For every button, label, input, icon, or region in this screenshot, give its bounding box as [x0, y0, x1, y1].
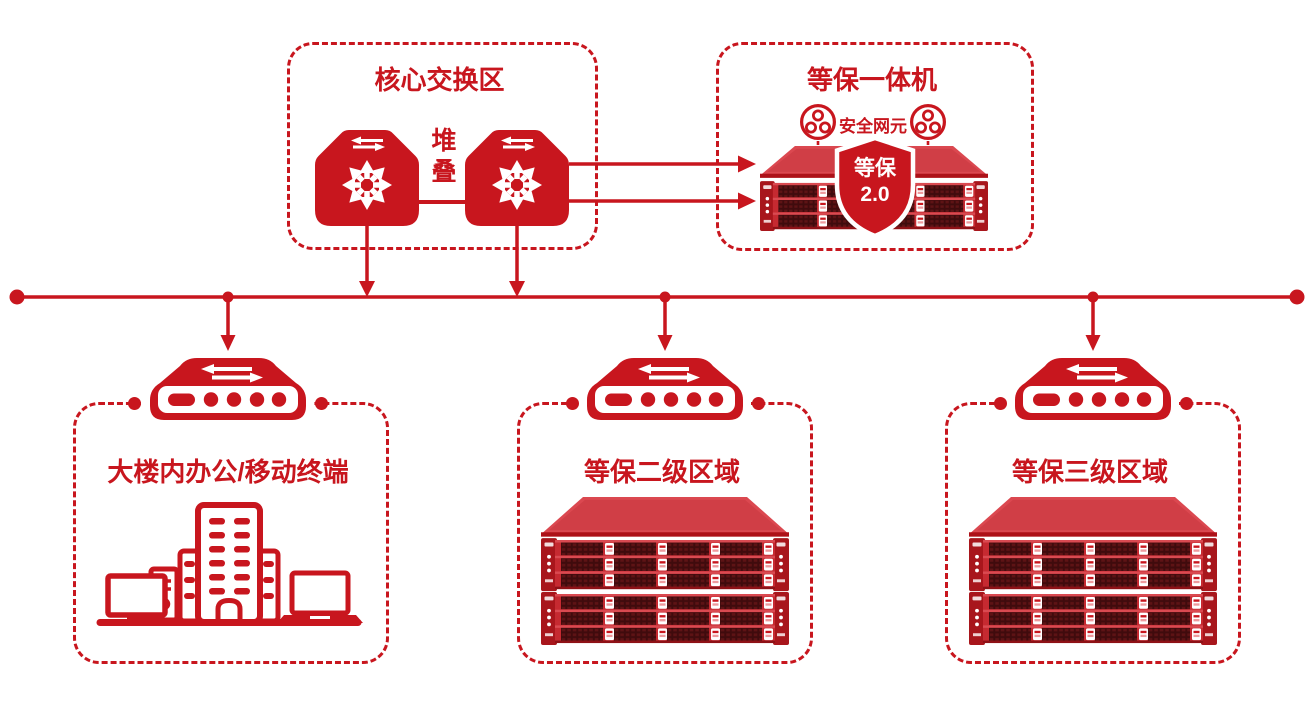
office-building-terminals-icon [94, 497, 364, 627]
net-element-label: 安全网元 [839, 117, 907, 136]
core-zone-title: 核心交换区 [374, 65, 505, 95]
border-dot [565, 396, 579, 410]
access-switch-icon [587, 356, 743, 422]
server-stack-icon [541, 495, 789, 645]
terminal-zone-title: 大楼内办公/移动终端 [107, 457, 349, 487]
border-dot [751, 396, 765, 410]
border-dot [1179, 396, 1193, 410]
bus-end-dot-left [9, 289, 25, 305]
access-switch-icon [150, 356, 306, 422]
access-switch-icon [1015, 356, 1171, 422]
core-switch-icon [315, 130, 419, 226]
level2-zone-title: 等保二级区域 [583, 457, 740, 487]
core-zone-box [287, 42, 598, 250]
border-dot [127, 396, 141, 410]
shield-label-line2: 2.0 [860, 183, 890, 206]
server-stack-icon [969, 495, 1217, 645]
border-dot [993, 396, 1007, 410]
bus-end-dot-right [1289, 289, 1305, 305]
border-dot [314, 396, 328, 410]
core-switch-icon [465, 130, 569, 226]
appliance-zone-title: 等保一体机 [806, 65, 937, 95]
shield-label-line1: 等保 [854, 157, 896, 180]
shield-label: 等保 2.0 [832, 156, 918, 208]
stack-label: 堆叠 [428, 127, 456, 189]
level3-zone-title: 等保三级区域 [1011, 457, 1168, 487]
appliance-zone-box [716, 42, 1034, 251]
